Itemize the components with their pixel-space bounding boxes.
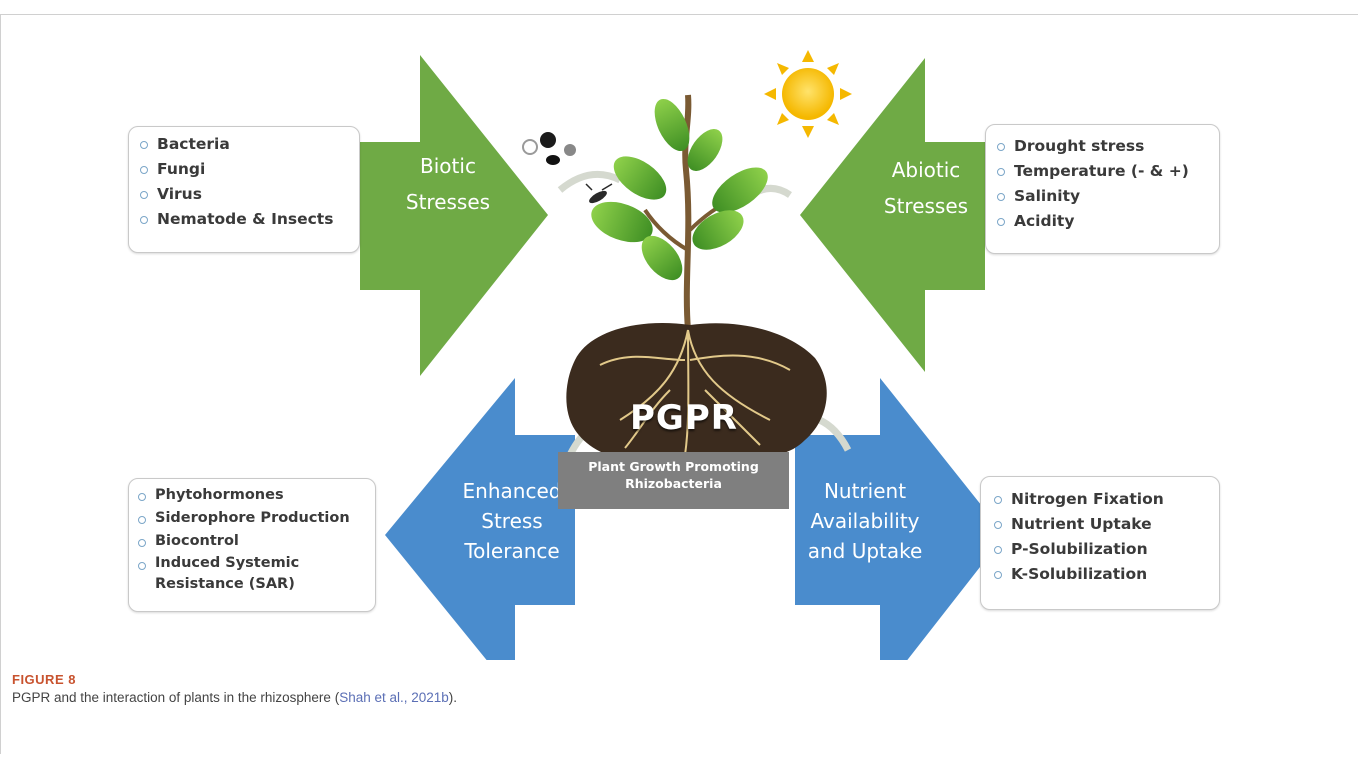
plant-stem [682, 94, 692, 331]
pgpr-full-name: Plant Growth Promoting Rhizobacteria [558, 452, 789, 509]
biotic-item: Fungi [139, 157, 359, 182]
stress-tolerance-item: Phytohormones [137, 484, 375, 507]
abiotic-list-box: Drought stress Temperature (- & +) Salin… [985, 124, 1220, 254]
curved-arrow-left-top [557, 170, 622, 193]
figure-frame-left [0, 14, 1, 754]
biotic-item: Virus [139, 182, 359, 207]
biotic-list-box: Bacteria Fungi Virus Nematode & Insects [128, 126, 360, 253]
nutrient-list-box: Nitrogen Fixation Nutrient Uptake P-Solu… [980, 476, 1220, 610]
abiotic-item: Temperature (- & +) [996, 159, 1219, 184]
abiotic-item: Acidity [996, 209, 1219, 234]
pgpr-label: PGPR [630, 398, 738, 438]
plant-leaves [591, 98, 768, 281]
caption-citation-link[interactable]: Shah et al., 2021b [339, 690, 449, 705]
figure-frame-top [0, 14, 1358, 15]
soil-mound [566, 323, 827, 466]
abiotic-item: Drought stress [996, 134, 1219, 159]
stress-tolerance-item: Biocontrol [137, 530, 375, 553]
stress-tolerance-arrow [385, 378, 575, 660]
biotic-item: Bacteria [139, 132, 359, 157]
nutrient-item: P-Solubilization [993, 537, 1219, 562]
figure-caption: PGPR and the interaction of plants in th… [12, 690, 457, 705]
biotic-arrow [360, 55, 548, 376]
stress-tolerance-arrow-label: Enhanced Stress Tolerance [462, 479, 562, 563]
figure-label: FIGURE 8 [12, 672, 76, 687]
nutrient-item: Nutrient Uptake [993, 512, 1219, 537]
insect-icon [585, 183, 613, 204]
biotic-item: Nematode & Insects [139, 207, 359, 232]
sun-icon [764, 50, 852, 138]
abiotic-arrow [800, 58, 985, 372]
caption-text-end: ). [448, 690, 458, 705]
nutrient-arrow-label: Nutrient Availability and Uptake [807, 479, 923, 563]
stress-tolerance-item: Induced Systemic Resistance (SAR) [137, 553, 375, 595]
stress-tolerance-item: Siderophore Production [137, 507, 375, 530]
nutrient-item: Nitrogen Fixation [993, 487, 1219, 512]
biotic-arrow-label: Biotic Stresses [405, 154, 491, 214]
abiotic-arrow-label: Abiotic Stresses [883, 158, 969, 218]
pathogen-icons [522, 132, 576, 165]
caption-text: PGPR and the interaction of plants in th… [12, 690, 340, 705]
nutrient-item: K-Solubilization [993, 562, 1219, 587]
figure-image: Bacteria Fungi Virus Nematode & Insects … [128, 50, 1220, 660]
stress-tolerance-list-box: Phytohormones Siderophore Production Bio… [128, 478, 376, 612]
diagram-graphics [360, 50, 1005, 660]
plant-roots [599, 329, 791, 456]
abiotic-item: Salinity [996, 184, 1219, 209]
